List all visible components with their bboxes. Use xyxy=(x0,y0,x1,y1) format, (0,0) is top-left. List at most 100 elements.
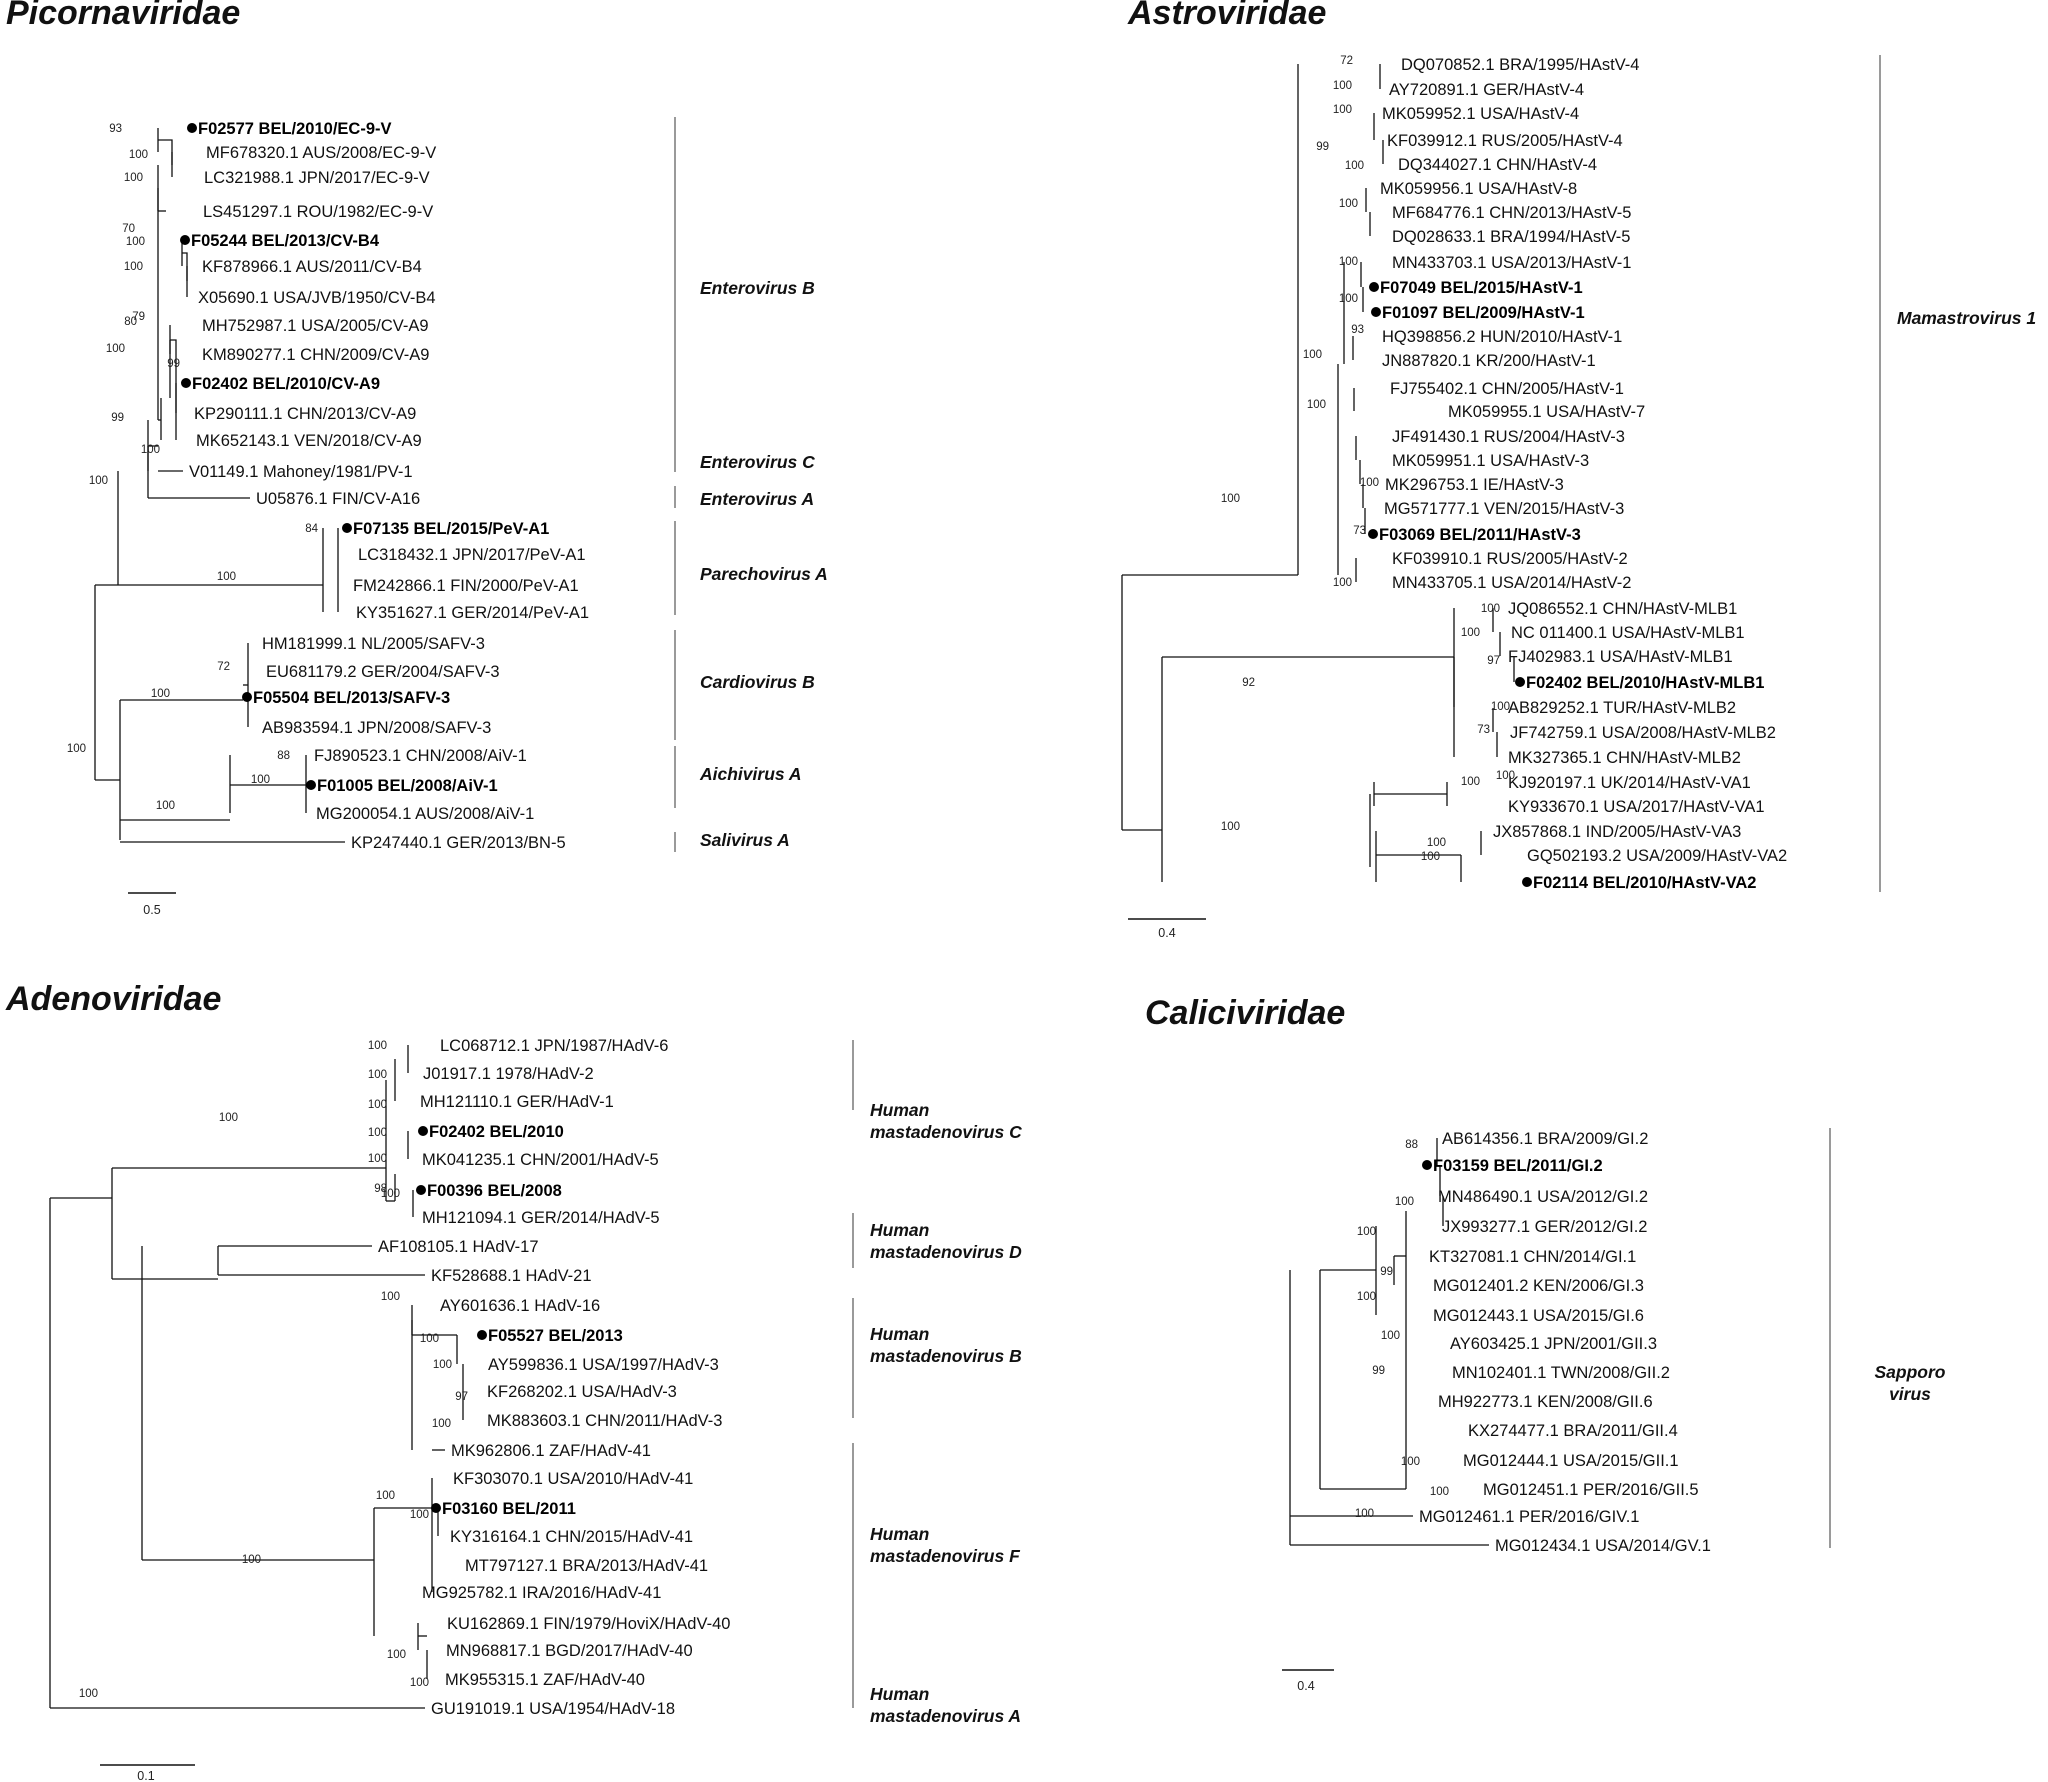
picornaviridae-tip-label: X05690.1 USA/JVB/1950/CV-B4 xyxy=(198,289,436,307)
picornaviridae-branch-10 xyxy=(170,339,177,398)
adenoviridae-tip-label: LC068712.1 JPN/1987/HAdV-6 xyxy=(440,1037,668,1055)
panel-title-adenoviridae: Adenoviridae xyxy=(5,980,221,1018)
astroviridae-tip-label: KF039912.1 RUS/2005/HAstV-4 xyxy=(1387,132,1623,150)
adenoviridae-tip-label: MK883603.1 CHN/2011/HAdV-3 xyxy=(487,1412,722,1430)
picornaviridae-tip-label: MG200054.1 AUS/2008/AiV-1 xyxy=(316,805,534,823)
astroviridae-tip-label: KF039910.1 RUS/2005/HAstV-2 xyxy=(1392,550,1628,568)
picornaviridae-bootstrap-value: 100 xyxy=(106,343,125,355)
picornaviridae-sample-dot xyxy=(242,692,252,702)
picornaviridae-bootstrap-value: 99 xyxy=(111,412,124,424)
picornaviridae-tip-label: KP247440.1 GER/2013/BN-5 xyxy=(351,834,566,852)
picornaviridae-bootstrap-value: 100 xyxy=(124,261,143,273)
picornaviridae-sample-dot xyxy=(187,123,197,133)
picornaviridae-branch-7 xyxy=(182,252,188,281)
adenoviridae-sample-dot xyxy=(418,1126,428,1136)
caliciviridae-tip-label: MG012401.2 KEN/2006/GI.3 xyxy=(1433,1277,1644,1295)
adenoviridae-bootstrap-value: 97 xyxy=(455,1391,468,1403)
picornaviridae-tip-label: FJ890523.1 CHN/2008/AiV-1 xyxy=(314,747,527,765)
clade-label-parechovirus-a: Parechovirus A xyxy=(700,564,828,584)
astroviridae-tip-label: JX857868.1 IND/2005/HAstV-VA3 xyxy=(1493,823,1741,841)
picornaviridae-bootstrap-value: 100 xyxy=(126,236,145,248)
caliciviridae-tip-label: AY603425.1 JPN/2001/GII.3 xyxy=(1450,1335,1657,1353)
picornaviridae-bootstrap-value: 88 xyxy=(277,750,290,762)
picornaviridae-tip-label: FM242866.1 FIN/2000/PeV-A1 xyxy=(353,577,579,595)
astroviridae-bootstrap-value: 100 xyxy=(1333,577,1352,589)
adenoviridae-tip-label: AF108105.1 HAdV-17 xyxy=(378,1238,539,1256)
adenoviridae-tip-label: KF268202.1 USA/HAdV-3 xyxy=(487,1383,677,1401)
astroviridae-bootstrap-value: 100 xyxy=(1427,837,1446,849)
astroviridae-bootstrap-value: 100 xyxy=(1339,198,1358,210)
astroviridae-bootstrap-value: 100 xyxy=(1221,821,1240,833)
picornaviridae-tip-label: V01149.1 Mahoney/1981/PV-1 xyxy=(189,463,413,481)
picornaviridae-bootstrap-value: 84 xyxy=(305,523,318,535)
astroviridae-tip-label: AY720891.1 GER/HAstV-4 xyxy=(1389,81,1584,99)
caliciviridae-tip-label: MG012444.1 USA/2015/GII.1 xyxy=(1463,1452,1679,1470)
adenoviridae-bootstrap-value: 100 xyxy=(242,1554,261,1566)
adenoviridae-sample-dot xyxy=(416,1185,426,1195)
adenoviridae-tip-label: F05527 BEL/2013 xyxy=(488,1327,623,1345)
clade-label-cardiovirus-b: Cardiovirus B xyxy=(700,672,815,692)
picornaviridae-tip-label: KP290111.1 CHN/2013/CV-A9 xyxy=(194,405,416,423)
astroviridae-bootstrap-value: 97 xyxy=(1487,655,1500,667)
caliciviridae-tip-label: MG012461.1 PER/2016/GIV.1 xyxy=(1419,1508,1639,1526)
astroviridae-bootstrap-value: 100 xyxy=(1333,104,1352,116)
astroviridae-tip-label: MF684776.1 CHN/2013/HAstV-5 xyxy=(1392,204,1631,222)
picornaviridae-sample-dot xyxy=(181,378,191,388)
adenoviridae-bootstrap-value: 100 xyxy=(381,1291,400,1303)
clade-label-aichivirus-a: Aichivirus A xyxy=(699,764,801,784)
panel-title-caliciviridae: Caliciviridae xyxy=(1145,994,1345,1032)
study-sample-markers xyxy=(180,123,1532,1513)
picornaviridae-bootstrap-value: 100 xyxy=(141,444,160,456)
picornaviridae-tip-label: F01005 BEL/2008/AiV-1 xyxy=(317,777,498,795)
tree-branches xyxy=(49,64,1515,1766)
picornaviridae-bootstrap-value: 100 xyxy=(89,475,108,487)
astroviridae-bootstrap-value: 100 xyxy=(1461,627,1480,639)
adenoviridae-tip-label: AY599836.1 USA/1997/HAdV-3 xyxy=(488,1356,719,1374)
adenoviridae-bootstrap-value: 100 xyxy=(219,1112,238,1124)
adenoviridae-tip-label: MK955315.1 ZAF/HAdV-40 xyxy=(445,1671,645,1689)
picornaviridae-tip-label: KF878966.1 AUS/2011/CV-B4 xyxy=(202,258,422,276)
astroviridae-tip-label: F01097 BEL/2009/HAstV-1 xyxy=(1382,304,1585,322)
picornaviridae-tip-label: AB983594.1 JPN/2008/SAFV-3 xyxy=(262,719,491,737)
astroviridae-sample-dot xyxy=(1515,677,1525,687)
scale-label-adenoviridae: 0.1 xyxy=(137,1769,154,1782)
adenoviridae-bootstrap-value: 100 xyxy=(381,1188,400,1200)
astroviridae-bootstrap-value: 100 xyxy=(1221,493,1240,505)
adenoviridae-tip-label: KF528688.1 HAdV-21 xyxy=(431,1267,592,1285)
picornaviridae-bootstrap-value: 93 xyxy=(109,123,122,135)
clade-label-salivirus-a: Salivirus A xyxy=(700,830,790,850)
picornaviridae-bootstrap-value: 100 xyxy=(67,743,86,755)
adenoviridae-tip-label: AY601636.1 HAdV-16 xyxy=(440,1297,600,1315)
astroviridae-tip-label: F03069 BEL/2011/HAstV-3 xyxy=(1379,526,1581,544)
adenoviridae-bootstrap-value: 98 xyxy=(374,1183,387,1195)
adenoviridae-tip-label: KY316164.1 CHN/2015/HAdV-41 xyxy=(450,1528,693,1546)
picornaviridae-bootstrap-value: 99 xyxy=(167,358,180,370)
picornaviridae-tip-label: LC321988.1 JPN/2017/EC-9-V xyxy=(204,169,430,187)
caliciviridae-sample-dot xyxy=(1422,1160,1432,1170)
astroviridae-bootstrap-value: 100 xyxy=(1496,770,1515,782)
picornaviridae-tip-label: F02577 BEL/2010/EC-9-V xyxy=(198,120,392,138)
adenoviridae-bootstrap-value: 100 xyxy=(376,1490,395,1502)
caliciviridae-tip-label: AB614356.1 BRA/2009/GI.2 xyxy=(1442,1130,1648,1148)
picornaviridae-bootstrap-value: 100 xyxy=(151,688,170,700)
astroviridae-bootstrap-value: 92 xyxy=(1242,677,1255,689)
picornaviridae-tip-label: MH752987.1 USA/2005/CV-A9 xyxy=(202,317,429,335)
astroviridae-tip-label: MK059955.1 USA/HAstV-7 xyxy=(1448,403,1645,421)
clade-label-enterovirus-c: Enterovirus C xyxy=(700,452,815,472)
astroviridae-tip-label: MK059951.1 USA/HAstV-3 xyxy=(1392,452,1589,470)
adenoviridae-sample-dot xyxy=(431,1503,441,1513)
astroviridae-tip-label: MK059952.1 USA/HAstV-4 xyxy=(1382,105,1579,123)
adenoviridae-sample-dot xyxy=(477,1330,487,1340)
caliciviridae-bootstrap-value: 100 xyxy=(1395,1196,1414,1208)
astroviridae-tip-label: JQ086552.1 CHN/HAstV-MLB1 xyxy=(1508,600,1737,618)
astroviridae-tip-label: DQ070852.1 BRA/1995/HAstV-4 xyxy=(1401,56,1639,74)
astroviridae-bootstrap-value: 100 xyxy=(1421,851,1440,863)
astroviridae-bootstrap-value: 72 xyxy=(1340,55,1353,67)
picornaviridae-tip-label: EU681179.2 GER/2004/SAFV-3 xyxy=(266,663,500,681)
astroviridae-bootstrap-value: 100 xyxy=(1345,160,1364,172)
picornaviridae-tip-label: LC318432.1 JPN/2017/PeV-A1 xyxy=(358,546,586,564)
astroviridae-sample-dot xyxy=(1522,877,1532,887)
picornaviridae-tip-label: HM181999.1 NL/2005/SAFV-3 xyxy=(262,635,485,653)
astroviridae-bootstrap-value: 99 xyxy=(1316,141,1329,153)
